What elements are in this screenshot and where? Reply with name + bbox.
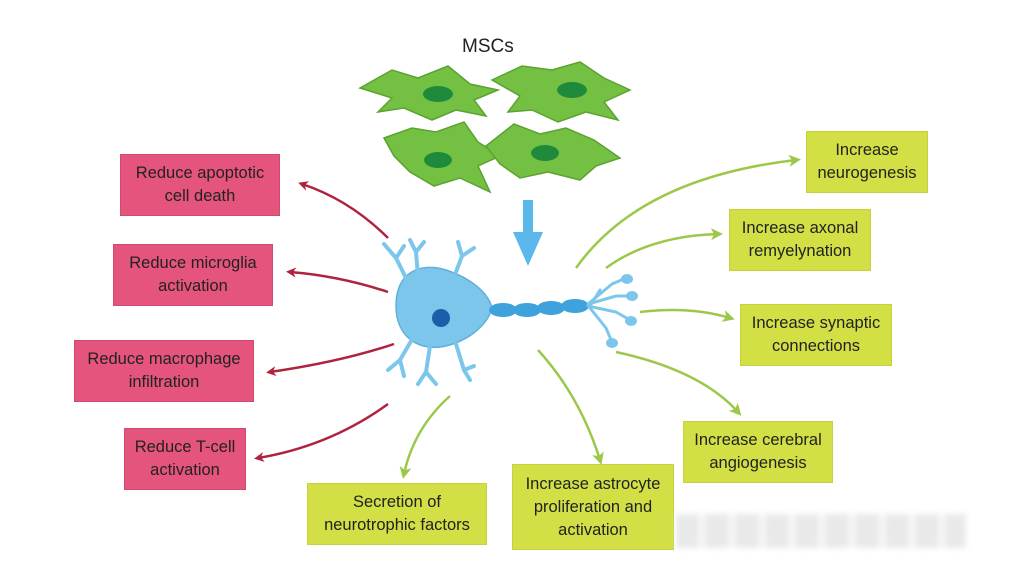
arrow-to-neurotrophic (399, 395, 451, 479)
arrow-to-reduce-macrophage (266, 342, 395, 377)
arrow-to-angiogenesis (615, 350, 742, 416)
msc-cell-3 (382, 121, 502, 194)
msc-cell-2 (490, 61, 632, 123)
box-reduce-apoptotic: Reduce apoptotic cell death (120, 154, 280, 216)
box-synaptic: Increase synaptic connections (740, 304, 892, 366)
box-reduce-tcell: Reduce T-cell activation (124, 428, 246, 490)
box-astrocyte: Increase astrocyte proliferation and act… (512, 464, 674, 550)
box-reduce-macrophage: Reduce macrophage infiltration (74, 340, 254, 402)
arrow-to-remyelynation (605, 228, 723, 270)
neuron-icon (382, 238, 638, 386)
box-neurogenesis: Increase neurogenesis (806, 131, 928, 193)
box-remyelynation: Increase axonal remyelynation (729, 209, 871, 271)
arrow-to-astrocyte (537, 349, 604, 465)
arrow-to-reduce-microglia (286, 267, 389, 294)
arrow-to-reduce-apoptotic (298, 181, 389, 239)
box-angiogenesis: Increase cerebral angiogenesis (683, 421, 833, 483)
msc-cell-1 (358, 65, 501, 121)
watermark-blur (676, 514, 966, 548)
box-neurotrophic: Secretion of neurotrophic factors (307, 483, 487, 545)
arrow-to-neurogenesis (574, 154, 801, 269)
down-arrow-icon (513, 200, 543, 266)
box-reduce-microglia: Reduce microglia activation (113, 244, 273, 306)
msc-cell-4 (484, 123, 622, 181)
arrow-to-reduce-tcell (254, 402, 389, 462)
diagram-title: MSCs (462, 36, 514, 57)
arrow-to-synaptic (639, 308, 735, 322)
